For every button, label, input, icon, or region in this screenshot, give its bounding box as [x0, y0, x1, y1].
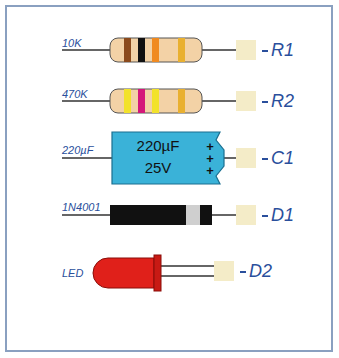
- frame: [6, 6, 332, 351]
- capacitor-symbol: [62, 132, 268, 184]
- reference-designator: R1: [271, 41, 294, 59]
- part-value: LED: [62, 268, 83, 279]
- part-value: 1N4001: [62, 202, 101, 213]
- reference-designator: D2: [249, 262, 272, 280]
- capacitor-marking: 25V: [145, 160, 172, 175]
- resistor-symbol: [62, 38, 268, 62]
- reference-designator: D1: [271, 206, 294, 224]
- part-value: 10K: [62, 38, 82, 49]
- capacitor-marking: 220µF: [137, 138, 180, 153]
- reference-designator: R2: [271, 92, 294, 110]
- polarity-mark: +: [206, 164, 214, 177]
- led-symbol: [93, 255, 246, 291]
- part-value: 470K: [62, 89, 88, 100]
- part-value: 220µF: [62, 145, 93, 156]
- resistor-symbol: [62, 89, 268, 113]
- reference-designator: C1: [271, 149, 294, 167]
